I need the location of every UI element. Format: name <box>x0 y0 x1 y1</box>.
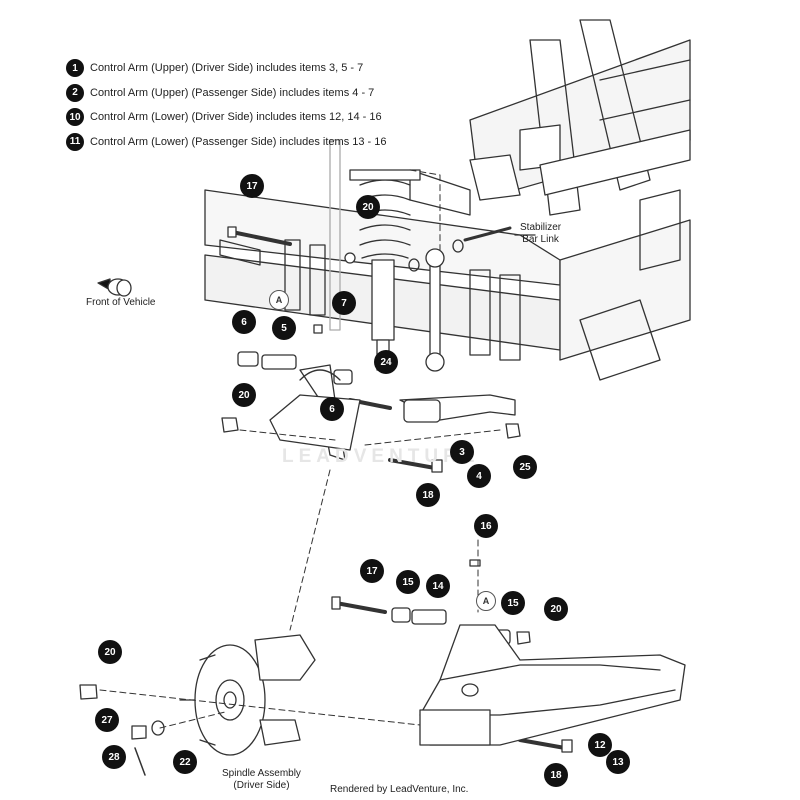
legend-text: Control Arm (Upper) (Driver Side) includ… <box>90 62 364 75</box>
callout-7[interactable]: 7 <box>332 291 356 315</box>
legend-number[interactable]: 2 <box>66 83 84 102</box>
callout-5[interactable]: 5 <box>272 316 296 340</box>
callout-20[interactable]: 20 <box>544 597 568 621</box>
legend-text: Control Arm (Upper) (Passenger Side) inc… <box>90 86 375 99</box>
assembly-lines <box>99 169 501 729</box>
callout-20[interactable]: 20 <box>356 195 380 219</box>
bolts <box>134 226 573 776</box>
callout-17[interactable]: 17 <box>240 174 264 198</box>
callout-6[interactable]: 6 <box>232 310 256 334</box>
callout-18[interactable]: 18 <box>544 763 568 787</box>
watermark: LEADVENTURE <box>282 446 480 467</box>
callout-12[interactable]: 12 <box>588 733 612 757</box>
callout-15[interactable]: 15 <box>501 591 525 615</box>
callout-16[interactable]: 16 <box>474 514 498 538</box>
reference-marker-a: A <box>269 290 289 310</box>
legend-number[interactable]: 11 <box>66 132 84 151</box>
callout-6[interactable]: 6 <box>320 397 344 421</box>
callout-20[interactable]: 20 <box>98 640 122 664</box>
callout-27[interactable]: 27 <box>95 708 119 732</box>
callout-14[interactable]: 14 <box>426 574 450 598</box>
callout-3[interactable]: 3 <box>450 440 474 464</box>
legend-text: Control Arm (Lower) (Driver Side) includ… <box>90 111 382 124</box>
callout-28[interactable]: 28 <box>102 745 126 769</box>
callout-25[interactable]: 25 <box>513 455 537 479</box>
front-of-vehicle-label: Front of Vehicle <box>86 297 156 308</box>
callout-4[interactable]: 4 <box>467 464 491 488</box>
spindle-assembly <box>179 634 316 756</box>
front-arrow <box>97 278 132 297</box>
callout-20[interactable]: 20 <box>232 383 256 407</box>
spindle-assembly-label: Spindle Assembly (Driver Side) <box>222 768 301 791</box>
render-credit: Rendered by LeadVenture, Inc. <box>330 784 469 795</box>
callout-18[interactable]: 18 <box>416 483 440 507</box>
legend-item: 1 Control Arm (Upper) (Driver Side) inclu… <box>66 56 387 81</box>
legend-item: 2 Control Arm (Upper) (Passenger Side) in… <box>66 81 387 106</box>
legend-number[interactable]: 1 <box>66 59 84 78</box>
callout-15[interactable]: 15 <box>396 570 420 594</box>
callout-17[interactable]: 17 <box>360 559 384 583</box>
legend-item: 10 Control Arm (Lower) (Driver Side) incl… <box>66 105 387 130</box>
stabilizer-bar-link-label: Stabilizer Bar Link <box>520 222 562 245</box>
stabilizer-link <box>408 226 536 372</box>
reference-marker-a: A <box>476 591 496 611</box>
legend-number[interactable]: 10 <box>66 108 84 127</box>
callout-22[interactable]: 22 <box>173 750 197 774</box>
lower-control-arm <box>419 624 686 746</box>
callout-24[interactable]: 24 <box>374 350 398 374</box>
legend: 1 Control Arm (Upper) (Driver Side) inclu… <box>66 56 387 154</box>
legend-text: Control Arm (Lower) (Passenger Side) inc… <box>90 135 387 148</box>
callout-13[interactable]: 13 <box>606 750 630 774</box>
legend-item: 11 Control Arm (Lower) (Passenger Side) i… <box>66 130 387 155</box>
